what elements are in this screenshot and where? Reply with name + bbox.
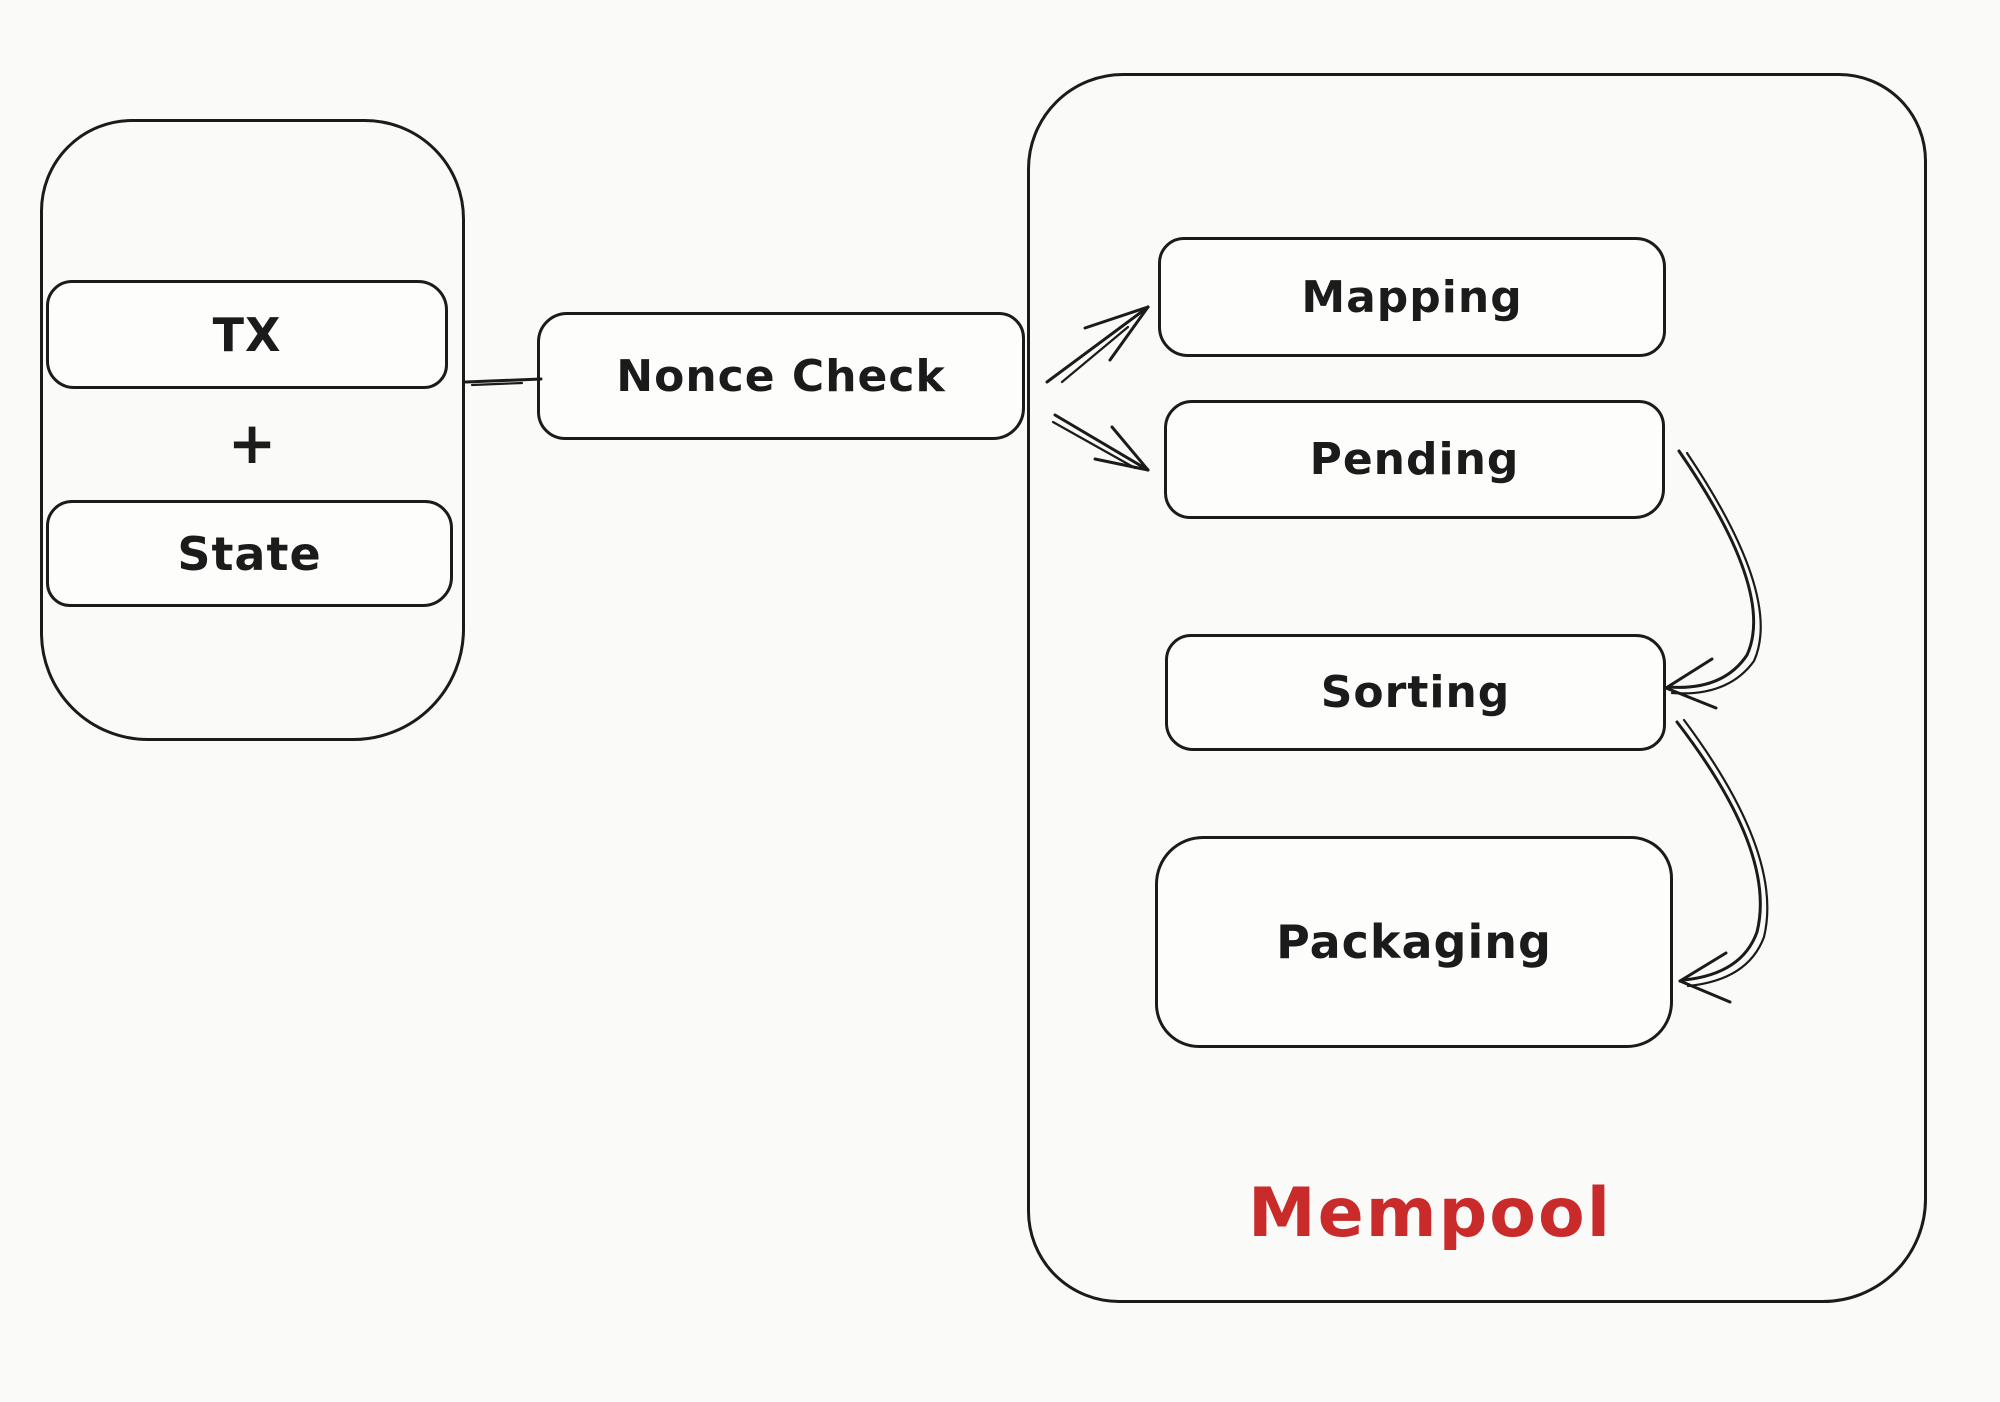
tx-state-group-container <box>40 119 465 741</box>
nonce-check-node: Nonce Check <box>537 312 1025 440</box>
edge-txstate-to-noncecheck <box>464 377 543 387</box>
plus-sign: + <box>40 408 465 478</box>
mapping-node: Mapping <box>1158 237 1666 357</box>
mempool-container <box>1027 73 1927 1303</box>
plus-label: + <box>227 409 278 477</box>
mempool-title: Mempool <box>1247 1173 1613 1253</box>
pending-node: Pending <box>1164 400 1665 519</box>
mapping-label: Mapping <box>1301 271 1523 323</box>
packaging-node: Packaging <box>1155 836 1673 1048</box>
pending-label: Pending <box>1309 434 1520 485</box>
tx-node: TX <box>46 280 448 389</box>
sorting-node: Sorting <box>1165 634 1666 751</box>
tx-label: TX <box>212 307 282 362</box>
state-node: State <box>46 500 453 607</box>
sorting-label: Sorting <box>1320 667 1511 718</box>
nonce-check-label: Nonce Check <box>616 350 946 402</box>
state-label: State <box>177 526 322 581</box>
packaging-label: Packaging <box>1276 915 1552 969</box>
